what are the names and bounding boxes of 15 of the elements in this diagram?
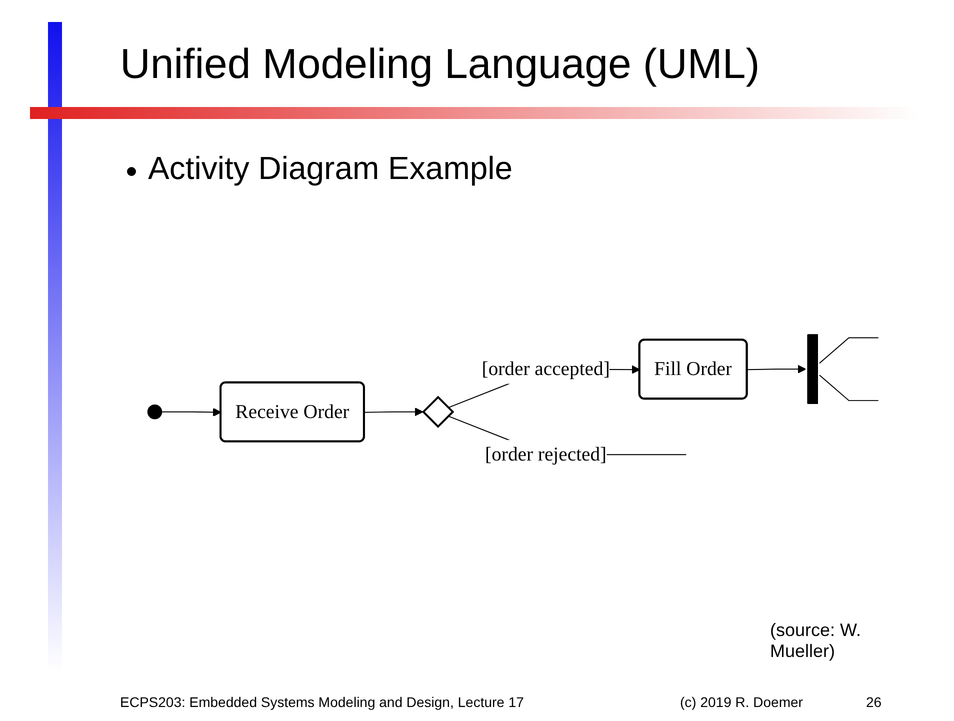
arrow <box>746 364 806 374</box>
page-number: 26 <box>866 694 882 710</box>
bullet-text: Activity Diagram Example <box>148 150 513 187</box>
arrow <box>161 408 222 416</box>
copyright-text: (c) 2019 R. Doemer <box>680 694 803 710</box>
arrow <box>364 407 424 416</box>
connector <box>818 374 879 401</box>
edge-label: [order accepted] <box>482 358 610 380</box>
edge-label: [order rejected] <box>485 444 607 466</box>
node-circle <box>147 404 162 420</box>
source-note: (source: W. Mueller) <box>770 620 862 662</box>
slide-title: Unified Modeling Language (UML) <box>120 40 760 88</box>
footer-text: ECPS203: Embedded Systems Modeling and Design, Lecture 17 <box>120 694 524 710</box>
connector <box>818 337 879 364</box>
node-diamond <box>422 396 454 428</box>
